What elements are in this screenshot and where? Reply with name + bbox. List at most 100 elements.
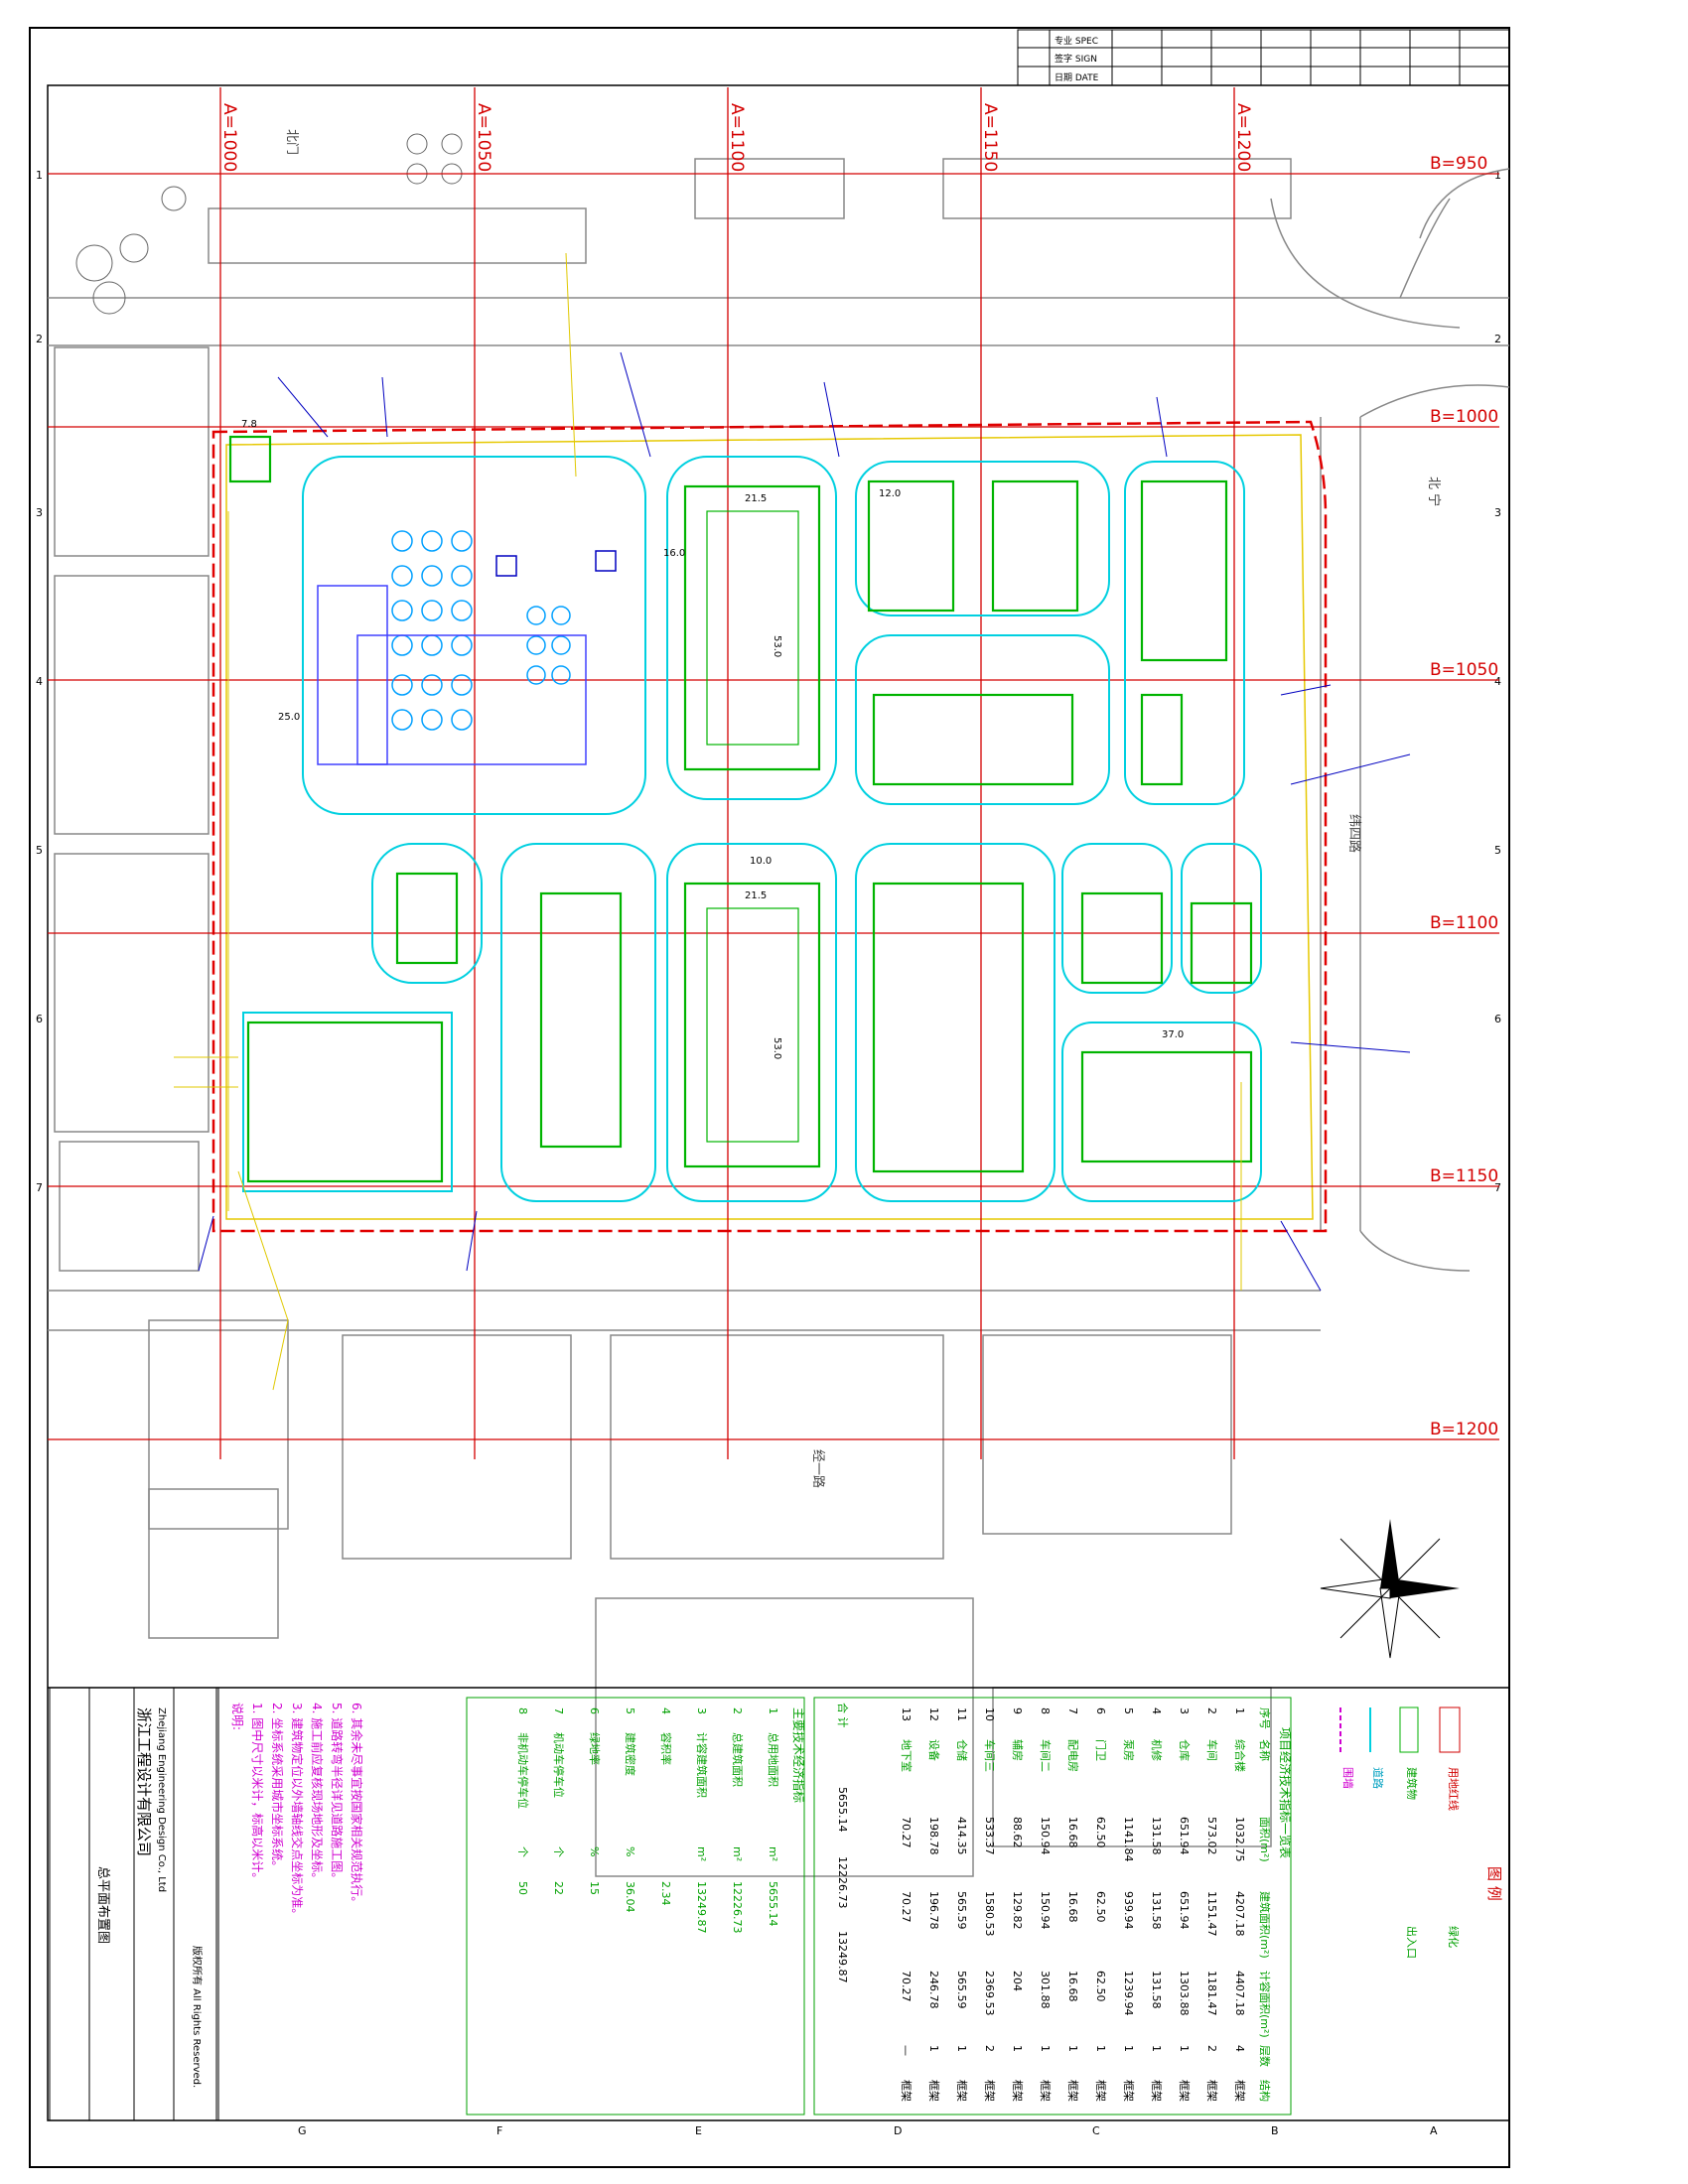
table-cell: 131.58 <box>1150 1891 1163 1930</box>
table-total-label: 合 计 <box>836 1703 850 1728</box>
building-block-12 <box>395 872 459 965</box>
table-cell: 1 <box>1039 2045 1052 2052</box>
notes-block: 说明: 1. 图中尺寸以米计，标高以米计。 2. 坐标系统采用城市坐标系统。 3… <box>230 1703 364 1920</box>
table-cell: 3 <box>1178 1707 1191 1714</box>
indicators-cell: 5 <box>624 1707 636 1714</box>
building-block-21 <box>1140 479 1228 662</box>
strip-row-date: 日期 DATE <box>1055 72 1099 83</box>
indicators-cell: 7 <box>552 1707 565 1714</box>
table-cell: 939.94 <box>1122 1891 1135 1930</box>
dimension-lines <box>174 252 1242 1391</box>
table-cell: 仓储 <box>955 1739 969 1761</box>
signature-strip: 专业 SPEC 签字 SIGN 日期 DATE <box>1017 29 1510 86</box>
table-header-cell: 计容面积(m²) <box>1258 1971 1272 2038</box>
building-block-13 <box>867 479 955 613</box>
dim-d2: 53.0 <box>772 635 782 657</box>
dim-d1: 21.5 <box>745 493 767 504</box>
table-title: 项目经济技术指标一览表 <box>1278 1727 1293 1858</box>
table-cell: 16.68 <box>1066 1891 1079 1923</box>
table-cell: 2 <box>1205 2045 1218 2052</box>
building-block-07 <box>872 882 1025 1173</box>
table-cell: 仓库 <box>1178 1739 1192 1761</box>
table-cell: 框架 <box>900 2080 913 2102</box>
notes-line-1: 1. 图中尺寸以米计，标高以米计。 <box>250 1703 265 1884</box>
left-tick-2: 2 <box>36 333 43 345</box>
table-cell: 框架 <box>1233 2080 1246 2102</box>
company-name-en: Zhejiang Engineering Design Co., Ltd <box>156 1707 167 1892</box>
grid-label-b1000: B=1000 <box>1430 407 1498 427</box>
strip-row-sign: 签字 SIGN <box>1055 53 1097 65</box>
indicators-cell: 绿地率 <box>588 1732 602 1765</box>
right-tick-7: 7 <box>1494 1181 1501 1194</box>
left-tick-7: 7 <box>36 1181 43 1194</box>
buildings <box>228 435 1253 1183</box>
building-block-09 <box>1190 901 1253 985</box>
dim-d8: 12.0 <box>879 488 901 499</box>
table-cell: 地下室 <box>900 1739 914 1772</box>
table-cell: 414.35 <box>955 1817 968 1855</box>
table-header-cell: 名称 <box>1258 1739 1272 1761</box>
indicators-cell: 8 <box>516 1707 529 1714</box>
table-cell: 16.68 <box>1066 1971 1079 2002</box>
table-cell: 198.78 <box>927 1817 940 1855</box>
indicators-cell: 5655.14 <box>767 1881 779 1927</box>
table-cell: 301.88 <box>1039 1971 1052 2009</box>
dim-d5: 10.0 <box>750 856 772 867</box>
dimension-texts: 21.5 53.0 21.5 53.0 10.0 37.0 16.0 12.0 … <box>241 419 1184 1059</box>
grid-label-b1100: B=1100 <box>1430 913 1498 933</box>
notes-line-4: 4. 施工前应复核现场地形及坐标。 <box>310 1703 325 1884</box>
table-cell: 框架 <box>1039 2080 1052 2102</box>
table-cell: 7 <box>1066 1707 1079 1714</box>
road-label-east: 纬四路 <box>1346 814 1362 853</box>
table-cell: 车间 <box>1205 1739 1219 1761</box>
road-label-south: 经一路 <box>810 1449 826 1488</box>
left-tick-1: 1 <box>36 169 43 182</box>
table-cell: 1239.94 <box>1122 1971 1135 2016</box>
legend-item-2: 建筑物 <box>1405 1767 1419 1800</box>
table-cell: 129.82 <box>1011 1891 1024 1930</box>
table-total-area: 5655.14 <box>836 1787 849 1833</box>
road-label-right-top: 北 宁 <box>1426 477 1442 506</box>
process-tanks <box>317 530 617 765</box>
table-cell: 框架 <box>1011 2080 1024 2102</box>
table-cell: 2369.53 <box>983 1971 996 2016</box>
building-block-19 <box>1140 693 1184 786</box>
grid-label-b1050: B=1050 <box>1430 660 1498 680</box>
table-header-cell: 结构 <box>1258 2080 1272 2102</box>
table-total-far: 13249.87 <box>836 1931 849 1983</box>
title-block: 浙江工程设计有限公司 Zhejiang Engineering Design C… <box>49 1687 217 2121</box>
table-cell: 565.59 <box>955 1971 968 2009</box>
table-cell: 机修 <box>1150 1739 1164 1761</box>
indicators-cell: 12226.73 <box>731 1881 744 1934</box>
coordinate-callouts <box>198 351 1411 1292</box>
indicators-cell: 13249.87 <box>695 1881 708 1934</box>
building-block-05 <box>246 1021 444 1183</box>
building-sports-field-2 <box>683 882 821 1168</box>
indicators-cell: 非机动车停车位 <box>516 1732 530 1809</box>
table-cell: 2 <box>983 2045 996 2052</box>
economics-rows: 序号名称面积(m²)建筑面积(m²)计容面积(m²)层数结构1综合楼1032.7… <box>900 1707 1272 2102</box>
indicators-cell: 2 <box>731 1707 744 1714</box>
bottom-tick-b: B <box>1271 2124 1279 2137</box>
indicators-cell: 3 <box>695 1707 708 1714</box>
table-cell: 门卫 <box>1094 1739 1108 1761</box>
indicators-cell: 2.34 <box>659 1881 672 1906</box>
table-cell: 综合楼 <box>1233 1739 1247 1772</box>
grid-label-a1050: A=1050 <box>474 103 493 172</box>
road-label-north: 北门 <box>284 129 299 155</box>
dim-d10: 25.0 <box>278 712 300 723</box>
trees <box>75 133 463 315</box>
indicators-cell: 50 <box>516 1881 529 1895</box>
grid-label-a1100: A=1100 <box>727 103 747 172</box>
notes-line-5: 5. 道路转弯半径详见道路施工图。 <box>330 1703 345 1884</box>
table-cell: 设备 <box>927 1739 941 1761</box>
table-cell: 1141.84 <box>1122 1817 1135 1862</box>
company-name-cn: 浙江工程设计有限公司 <box>135 1707 153 1856</box>
table-cell: 1 <box>1178 2045 1191 2052</box>
indicators-cell: 建筑密度 <box>624 1732 637 1776</box>
right-tick-2: 2 <box>1494 333 1501 345</box>
notes-title: 说明: <box>230 1703 245 1730</box>
table-cell: 150.94 <box>1039 1817 1052 1855</box>
indicators-cell: m² <box>767 1846 779 1861</box>
